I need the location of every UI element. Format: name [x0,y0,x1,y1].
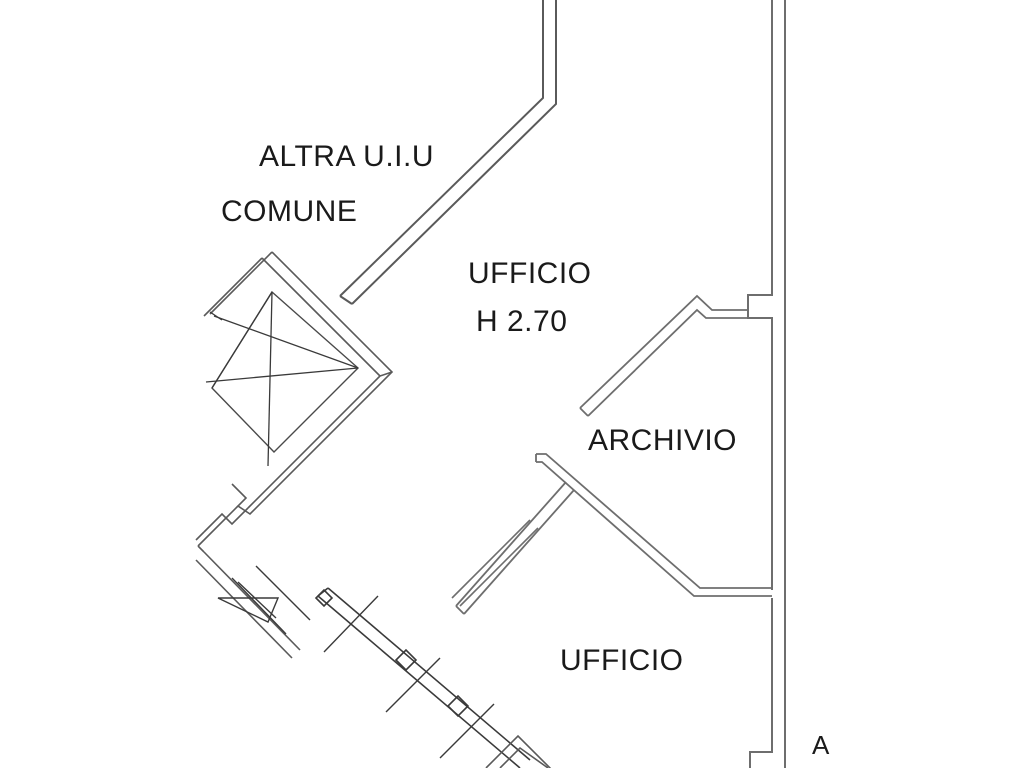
label-altra-uiu: ALTRA U.I.U [259,140,434,173]
label-section-marker-a: A [812,730,830,760]
ufficio-bottom-wall-stub [451,519,539,607]
label-ceiling-height: H 2.70 [476,305,568,338]
right-exterior-wall [747,0,786,768]
bottom-zigzag-element [485,734,552,768]
comune-balcony-outline [203,251,394,516]
stair-railing-run [314,587,531,768]
label-ufficio-bottom: UFFICIO [560,644,684,677]
archivio-lower-partition-wall [455,453,772,615]
label-archivio: ARCHIVIO [588,424,738,457]
label-ufficio-top: UFFICIO [468,257,592,290]
left-diagonal-wall-lower [195,551,301,659]
stair-tread-ticks [255,565,495,759]
label-comune: COMUNE [221,195,358,228]
comune-opening-tick [209,311,223,321]
left-lower-wall [195,505,249,553]
archivio-upper-diagonal-wall [579,294,748,417]
top-diagonal-wall [339,0,557,305]
comune-opening-diagonals [205,291,359,467]
door-swing-symbol [217,577,287,635]
